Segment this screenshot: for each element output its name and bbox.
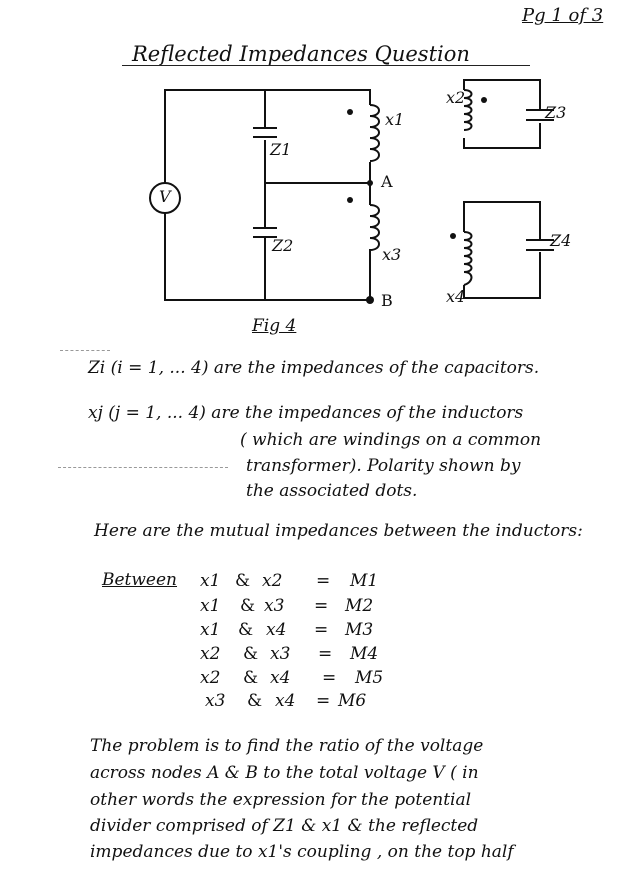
equals: = <box>318 644 333 664</box>
mutual-b: x4 <box>270 668 291 688</box>
x4-label: x4 <box>446 287 466 306</box>
between-label: Between <box>102 570 178 590</box>
mutual-m: M5 <box>355 668 384 688</box>
equals: = <box>316 571 331 591</box>
problem-line-5: impedances due to x1's coupling , on the… <box>90 842 514 862</box>
z2-label: Z2 <box>272 236 294 255</box>
mutual-m: M3 <box>345 620 374 640</box>
problem-line-2: across nodes A & B to the total voltage … <box>90 763 479 783</box>
mutual-b: x3 <box>270 644 291 664</box>
mutual-a: x1 <box>200 596 221 616</box>
main-circuit-wires <box>164 89 371 301</box>
mutual-b: x3 <box>264 596 285 616</box>
capacitor-z2 <box>253 227 277 238</box>
equals: = <box>314 596 329 616</box>
inductor-x1 <box>369 104 380 162</box>
node-a-dot <box>367 180 373 186</box>
mutual-b: x4 <box>266 620 287 640</box>
ampersand: & <box>247 691 263 711</box>
margin-dash <box>60 350 110 352</box>
x2-label: x2 <box>446 88 466 107</box>
equals: = <box>314 620 329 640</box>
title-underline <box>122 65 530 66</box>
mutual-m: M6 <box>338 691 367 711</box>
polarity-dot-x3 <box>347 197 353 203</box>
loop-x4-z4 <box>450 201 554 299</box>
mutual-m: M1 <box>350 571 379 591</box>
mutual-a: x1 <box>200 571 221 591</box>
figure-caption: Fig 4 <box>252 316 297 336</box>
equals: = <box>316 691 331 711</box>
inductor-x3 <box>368 204 380 262</box>
mutual-a: x2 <box>200 668 221 688</box>
ampersand: & <box>243 644 259 664</box>
z1-label: Z1 <box>270 140 292 159</box>
equals: = <box>322 668 337 688</box>
x3-label: x3 <box>382 245 402 264</box>
z4-label: Z4 <box>550 231 572 250</box>
mutual-b: x2 <box>262 571 283 591</box>
x1-label: x1 <box>385 110 405 129</box>
problem-line-4: divider comprised of Z1 & x1 & the refle… <box>90 816 479 836</box>
definition-x-line2: ( which are windings on a common <box>240 430 542 450</box>
mutual-b: x4 <box>275 691 296 711</box>
ampersand: & <box>238 620 254 640</box>
ampersand: & <box>243 668 259 688</box>
page-number: Pg 1 of 3 <box>522 5 604 26</box>
mutual-m: M2 <box>345 596 374 616</box>
node-b-dot <box>366 296 374 304</box>
z3-label: Z3 <box>545 103 567 122</box>
capacitor-z1 <box>253 127 277 138</box>
voltage-source <box>149 182 181 214</box>
problem-line-1: The problem is to find the ratio of the … <box>90 736 484 756</box>
node-b-label: B <box>381 291 393 310</box>
ampersand: & <box>235 571 251 591</box>
definition-x-line3: transformer). Polarity shown by <box>246 456 521 476</box>
loop-x2-z3 <box>463 79 554 149</box>
mutual-a: x1 <box>200 620 221 640</box>
polarity-dot-x1 <box>347 109 353 115</box>
margin-dash <box>58 467 228 469</box>
mutual-m: M4 <box>350 644 379 664</box>
mutual-a: x3 <box>205 691 226 711</box>
definition-x-line1: xj (j = 1, ... 4) are the impedances of … <box>88 403 524 423</box>
page-title: Reflected Impedances Question <box>132 42 470 66</box>
ampersand: & <box>240 596 256 616</box>
problem-line-3: other words the expression for the poten… <box>90 790 472 810</box>
definition-x-line4: the associated dots. <box>246 481 418 501</box>
mutual-a: x2 <box>200 644 221 664</box>
mutual-intro: Here are the mutual impedances between t… <box>94 521 583 541</box>
definition-z: Zi (i = 1, ... 4) are the impedances of … <box>88 358 540 378</box>
node-a-label: A <box>381 172 393 191</box>
source-label: V <box>159 187 171 206</box>
circuit-diagram <box>149 79 554 304</box>
